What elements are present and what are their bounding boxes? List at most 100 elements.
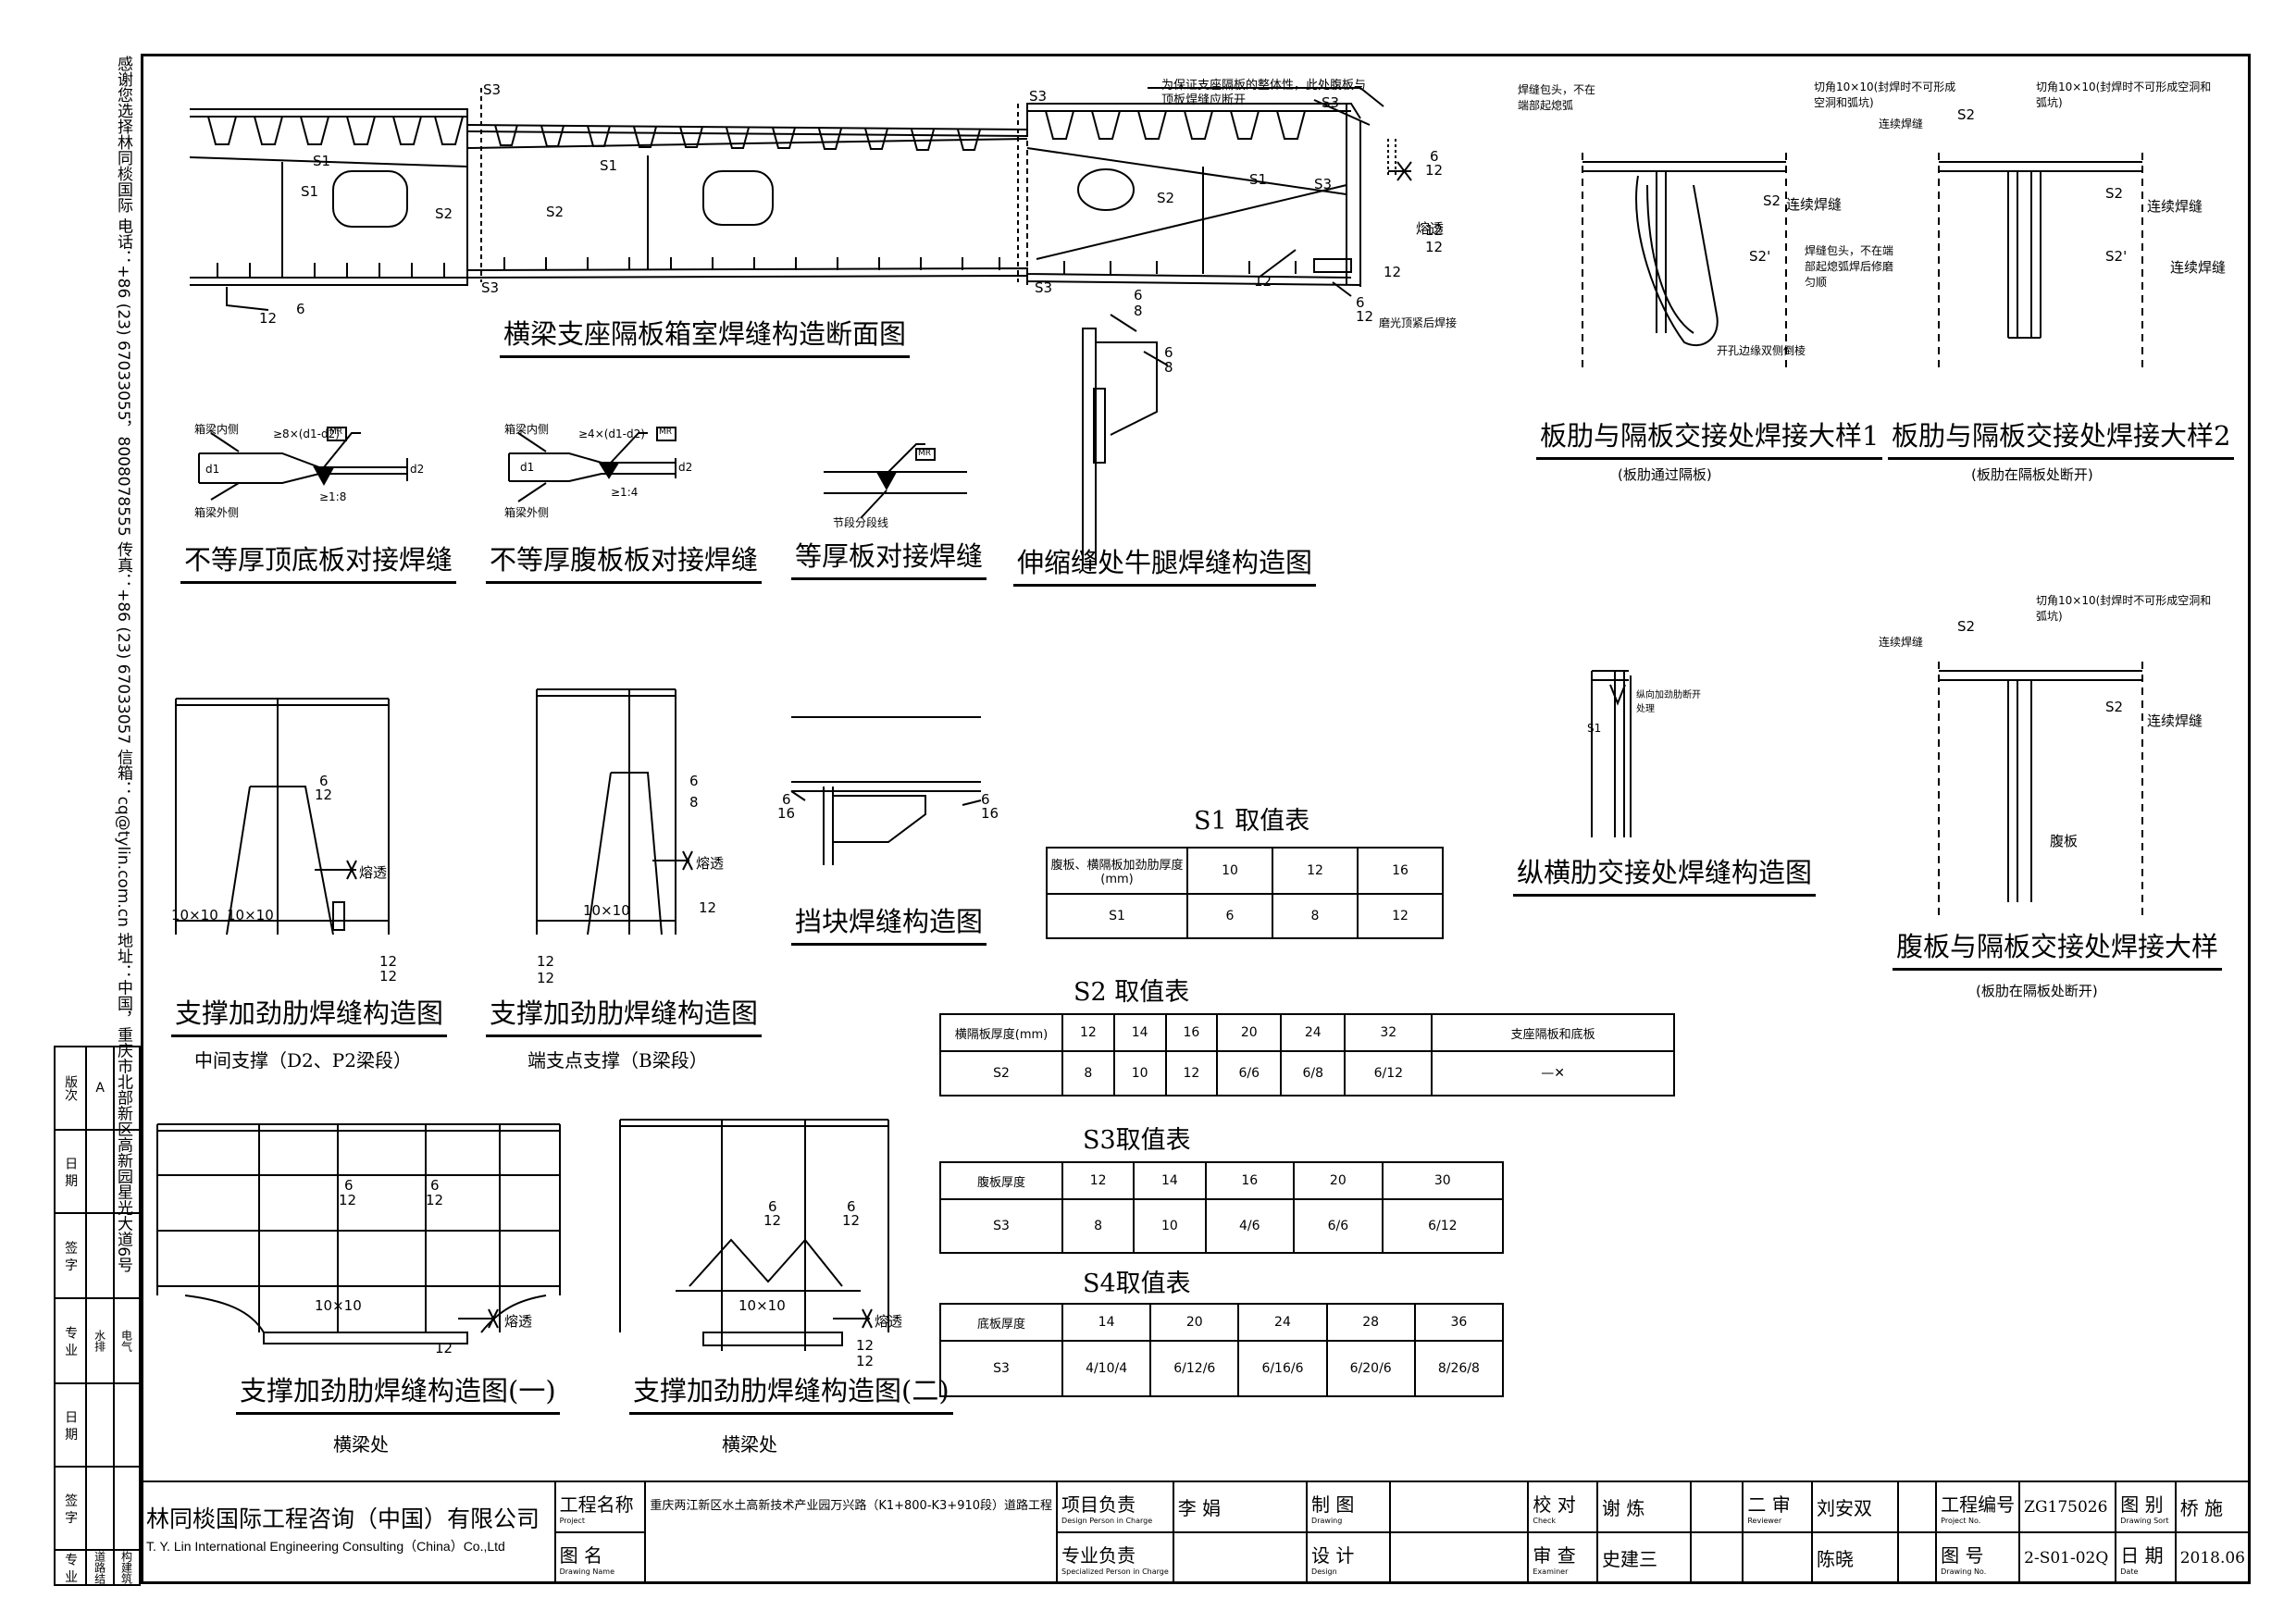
block-label: 6 xyxy=(782,791,791,808)
rev-bottom-item: 路 xyxy=(93,1562,106,1573)
s4-col: 20 xyxy=(1149,1303,1240,1342)
s2-value: 8 xyxy=(1061,1050,1115,1096)
s3-col: 12 xyxy=(1061,1161,1136,1200)
stiff-mid-label: 12 xyxy=(379,968,398,985)
side-contact-text: 感谢您选择林同棪国际 电话：+86 (23) 67033055，80080785… xyxy=(114,56,132,1273)
drawing-sort: 桥 施 xyxy=(2174,1481,2252,1533)
unequal-top-label: ≥8×(d1-d2) xyxy=(273,427,340,440)
unequal-top-title: 不等厚顶底板对接焊缝 xyxy=(180,539,457,584)
stiff-mid-label: 10×10 xyxy=(171,907,218,923)
stiff2-label: 12 xyxy=(856,1337,875,1354)
weld-12: 12 xyxy=(1425,222,1444,239)
main-tail-note: 磨光顶紧后焊接 xyxy=(1379,316,1458,329)
stiff-mid-label: 熔透 xyxy=(359,864,388,881)
detail1-label: 开孔边缘双侧倒棱 xyxy=(1717,344,1806,357)
detail1-label: 连续焊缝 xyxy=(1786,196,1843,213)
label-s1: S1 xyxy=(600,157,618,174)
s4-value: 8/26/8 xyxy=(1413,1340,1505,1397)
date-value: 2018.06 xyxy=(2174,1531,2252,1584)
stiff2-label: 6 xyxy=(847,1198,856,1215)
s2-table: 横隔板厚度(mm) 12 14 16 20 24 32 支座隔板和底板 S2 8… xyxy=(939,1013,1675,1096)
detail3-drawing xyxy=(1938,662,2143,916)
weld-12: 12 xyxy=(259,310,278,327)
pm-label-en: Design Person in Charge xyxy=(1061,1516,1153,1525)
exam-name: 史建三 xyxy=(1596,1531,1692,1584)
stiff2-label: 6 xyxy=(768,1198,777,1215)
detail1-label: S2' xyxy=(1749,248,1771,265)
title-block: 林同棪国际工程咨询（中国）有限公司 T. Y. Lin Internationa… xyxy=(141,1481,2252,1584)
s2-col: 24 xyxy=(1280,1013,1347,1052)
s1-value: 8 xyxy=(1272,893,1359,939)
stiff1-subtitle: 横梁处 xyxy=(333,1433,389,1456)
s3-col: 14 xyxy=(1133,1161,1207,1200)
stiff1-label: 12 xyxy=(435,1340,453,1357)
check-label-en: Check xyxy=(1533,1516,1556,1525)
s2-weld-symbol: —✕ xyxy=(1431,1050,1675,1096)
s1-value: 6 xyxy=(1186,893,1273,939)
detail1-title: 板肋与隔板交接处焊接大样1 xyxy=(1536,415,1883,460)
review-label-en: Reviewer xyxy=(1747,1516,1782,1525)
stiff-end-label: 12 xyxy=(537,970,555,986)
draw-label: 制 图 xyxy=(1311,1493,1355,1516)
detail2-label: S2 xyxy=(1957,106,1976,123)
s4-col: 14 xyxy=(1061,1303,1152,1342)
rev-spec-item: 气 xyxy=(119,1341,133,1352)
s2-value: 6/8 xyxy=(1280,1050,1347,1096)
pm-label: 项目负责 xyxy=(1061,1493,1136,1516)
label-s1: S1 xyxy=(301,183,319,200)
unequal-top-label: d1 xyxy=(205,463,220,476)
stiff-end-label: 6 xyxy=(689,773,699,789)
label-s3: S3 xyxy=(1322,94,1340,111)
rev-version-value: A xyxy=(85,1046,115,1131)
rev-bottom-item: 筑 xyxy=(119,1573,133,1584)
detail2-title: 板肋与隔板交接处焊接大样2 xyxy=(1888,415,2235,460)
s4-row-label: S3 xyxy=(939,1340,1063,1397)
detail2-drawing xyxy=(1938,153,2143,370)
stiff2-label: 12 xyxy=(763,1212,782,1229)
unequal-top-label: d2 xyxy=(410,463,425,476)
stiff1-label: 12 xyxy=(426,1192,444,1208)
exam-label: 审 查 xyxy=(1533,1543,1576,1567)
detail3-subtitle: (板肋在隔板处断开) xyxy=(1976,983,2098,999)
s2-col: 12 xyxy=(1061,1013,1115,1052)
s2-value: 12 xyxy=(1164,1050,1219,1096)
stiff-end-label: 12 xyxy=(537,953,555,970)
s3-value: 10 xyxy=(1133,1198,1207,1254)
unequal-top-label: 箱梁外侧 xyxy=(194,506,240,519)
detail1-label: S2 xyxy=(1763,192,1781,209)
s1-row-label: S1 xyxy=(1046,893,1188,939)
s1-table: 腹板、横隔板加劲肋厚度(mm) 10 12 16 S1 6 8 12 xyxy=(1046,847,1444,939)
stiff1-label: 6 xyxy=(430,1177,440,1194)
rev-date1: 日 期 xyxy=(53,1129,88,1214)
detail3-label: 连续焊缝 xyxy=(1879,636,1924,649)
rev-date2: 日 期 xyxy=(53,1382,88,1468)
stiff-end-label: 12 xyxy=(699,899,717,916)
label-s2: S2 xyxy=(435,205,453,222)
detail2-label: 连续焊缝 xyxy=(1879,118,1924,130)
weld-12: 12 xyxy=(1356,308,1374,325)
s4-head: 底板厚度 xyxy=(939,1303,1063,1342)
detail3-label: 腹板 xyxy=(2050,833,2079,849)
drawing-name-label-en: Drawing Name xyxy=(559,1567,615,1576)
date-label: 日 期 xyxy=(2120,1543,2164,1567)
rev-bottom-item: 构 xyxy=(119,1551,133,1562)
s2-value: 6/12 xyxy=(1344,1050,1433,1096)
review-label: 二 审 xyxy=(1747,1493,1791,1516)
project-no: ZG175026 xyxy=(2018,1481,2117,1533)
detail2-label: S2 xyxy=(2105,185,2124,202)
detail3-label: 连续焊缝 xyxy=(2147,712,2203,729)
s4-col: 28 xyxy=(1325,1303,1416,1342)
s3-row-label: S3 xyxy=(939,1198,1063,1254)
s4-col: 36 xyxy=(1413,1303,1505,1342)
stiffener2-drawing xyxy=(619,1119,889,1351)
weld-12: 12 xyxy=(1254,273,1272,290)
detail1-drawing xyxy=(1582,153,1787,370)
expansion-weld: 8 xyxy=(1164,359,1173,376)
unequal-top-label: 箱梁内侧 xyxy=(194,423,240,436)
weld-12: 12 xyxy=(1425,162,1444,179)
s4-table-title: S4取值表 xyxy=(1083,1270,1191,1298)
rev-bottom-item: 结 xyxy=(93,1573,106,1584)
detail1-subtitle: (板肋通过隔板) xyxy=(1618,466,1712,483)
weld-12: 12 xyxy=(1384,264,1402,280)
